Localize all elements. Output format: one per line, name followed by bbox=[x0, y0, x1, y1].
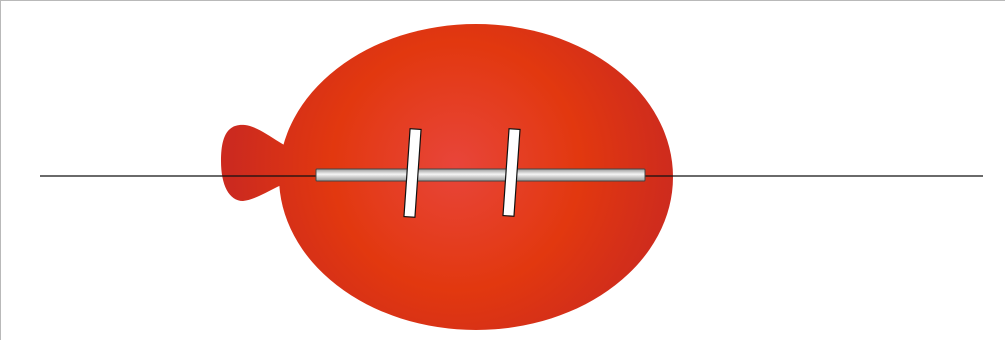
metal-rod bbox=[316, 169, 645, 181]
